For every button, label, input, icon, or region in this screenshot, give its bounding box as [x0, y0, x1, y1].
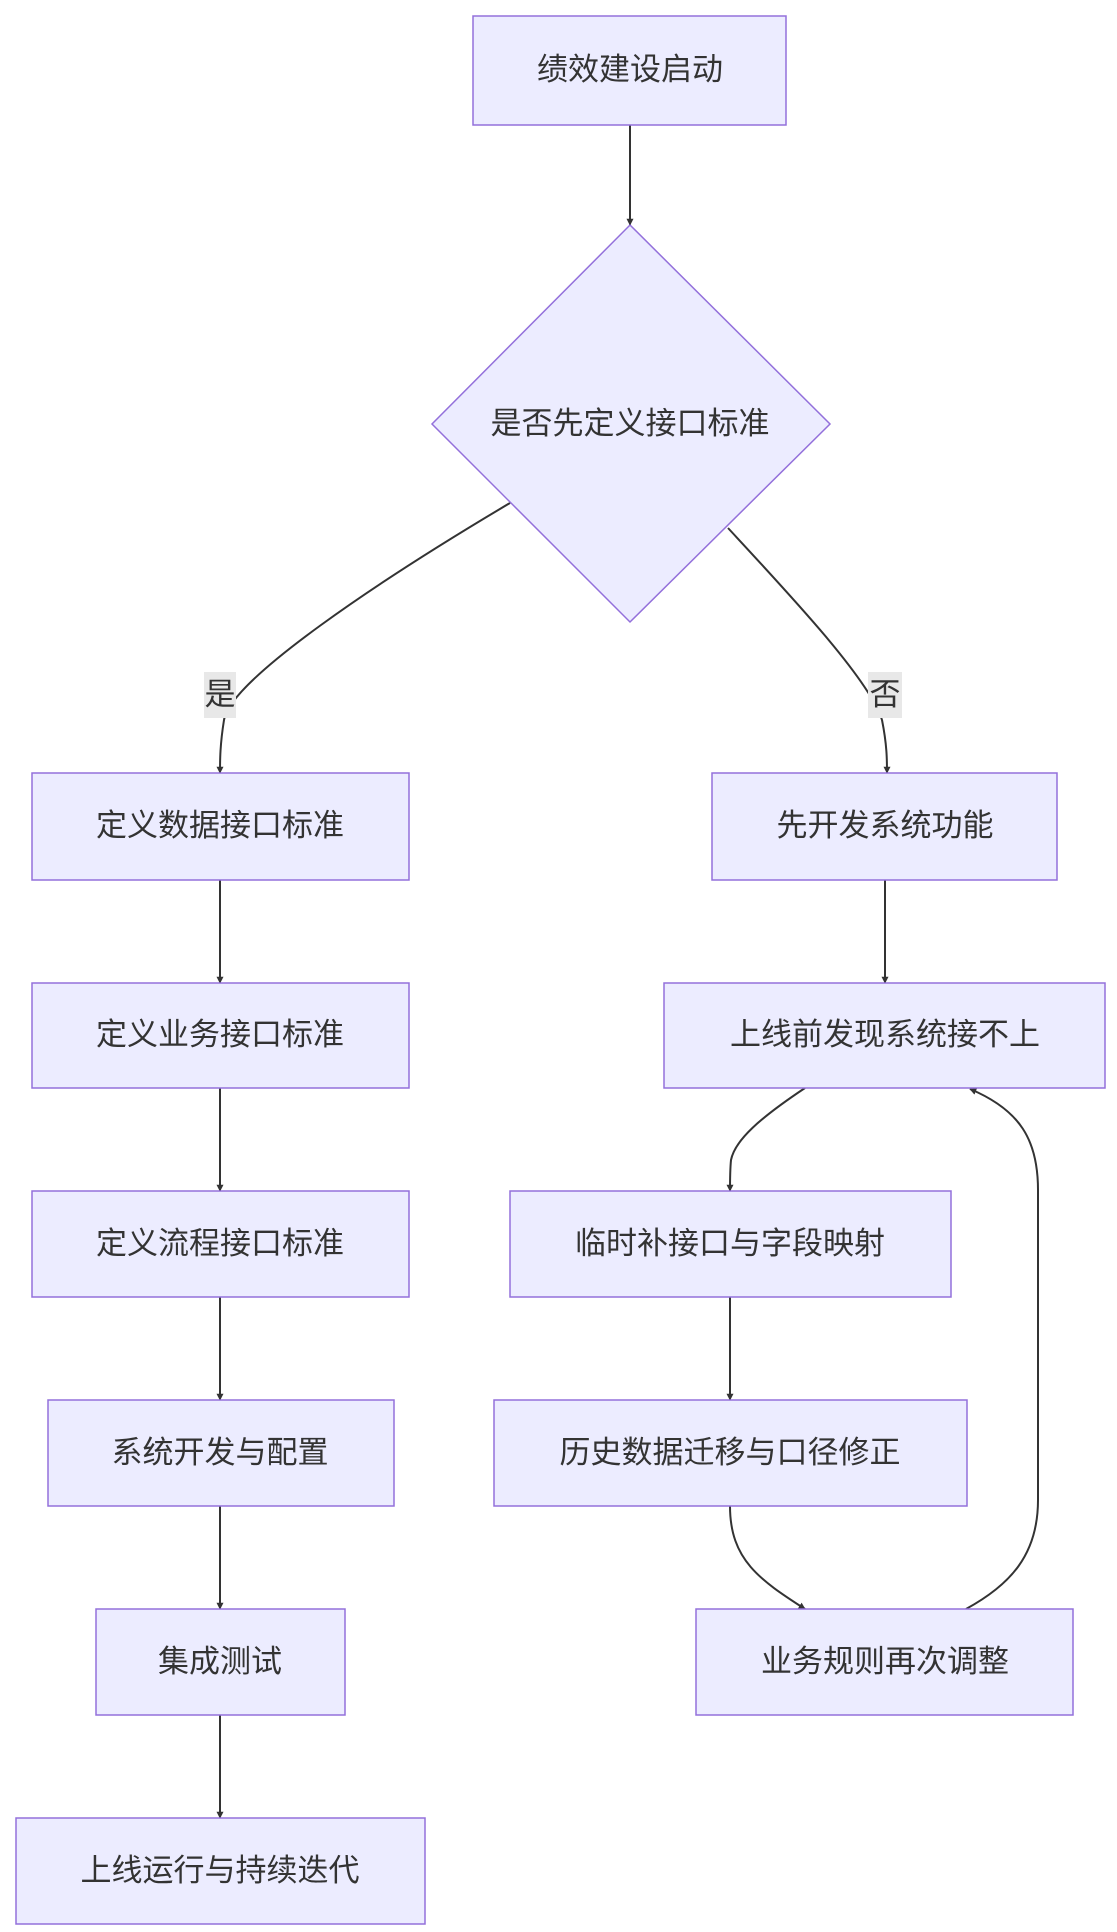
node-decision[interactable]: 是否先定义接口标准	[430, 223, 832, 624]
node-define-data[interactable]: 定义数据接口标准	[31, 772, 410, 881]
node-define-business[interactable]: 定义业务接口标准	[31, 982, 410, 1089]
edge-decision-to-define-data	[216, 502, 511, 774]
node-develop-first[interactable]: 先开发系统功能	[711, 772, 1058, 881]
node-found-incompatible-label: 上线前发现系统接不上	[730, 1017, 1040, 1053]
node-go-live-iterate-label: 上线运行与持续迭代	[81, 1853, 360, 1889]
node-temp-interface-label: 临时补接口与字段映射	[575, 1226, 885, 1262]
node-go-live-iterate[interactable]: 上线运行与持续迭代	[15, 1817, 426, 1925]
edge-decision-to-develop-first	[727, 527, 891, 774]
edge-history-to-rules	[729, 1505, 806, 1610]
node-define-process-label: 定义流程接口标准	[96, 1226, 344, 1262]
node-integration-test[interactable]: 集成测试	[95, 1608, 346, 1716]
edge-found-to-temp	[726, 1087, 806, 1192]
node-rules-adjust-label: 业务规则再次调整	[761, 1644, 1009, 1680]
edge-label-yes-text: 是	[205, 677, 236, 713]
edge-label-no: 否	[868, 672, 902, 718]
node-found-incompatible[interactable]: 上线前发现系统接不上	[663, 982, 1106, 1089]
node-develop-config[interactable]: 系统开发与配置	[47, 1399, 395, 1507]
edge-label-yes: 是	[204, 672, 236, 718]
node-define-business-label: 定义业务接口标准	[96, 1017, 344, 1053]
node-define-data-label: 定义数据接口标准	[96, 808, 344, 844]
node-history-migration-label: 历史数据迁移与口径修正	[560, 1435, 901, 1471]
node-decision-label: 是否先定义接口标准	[491, 406, 770, 442]
edge-rules-to-found	[965, 1088, 1039, 1610]
node-rules-adjust[interactable]: 业务规则再次调整	[695, 1608, 1074, 1716]
edge-label-no-text: 否	[870, 677, 901, 713]
node-temp-interface[interactable]: 临时补接口与字段映射	[509, 1190, 952, 1298]
node-define-process[interactable]: 定义流程接口标准	[31, 1190, 410, 1298]
node-develop-config-label: 系统开发与配置	[112, 1435, 329, 1471]
node-start[interactable]: 绩效建设启动	[472, 15, 787, 126]
node-history-migration[interactable]: 历史数据迁移与口径修正	[493, 1399, 968, 1507]
node-start-label: 绩效建设启动	[537, 52, 723, 88]
node-integration-test-label: 集成测试	[158, 1644, 282, 1680]
node-develop-first-label: 先开发系统功能	[777, 808, 994, 844]
